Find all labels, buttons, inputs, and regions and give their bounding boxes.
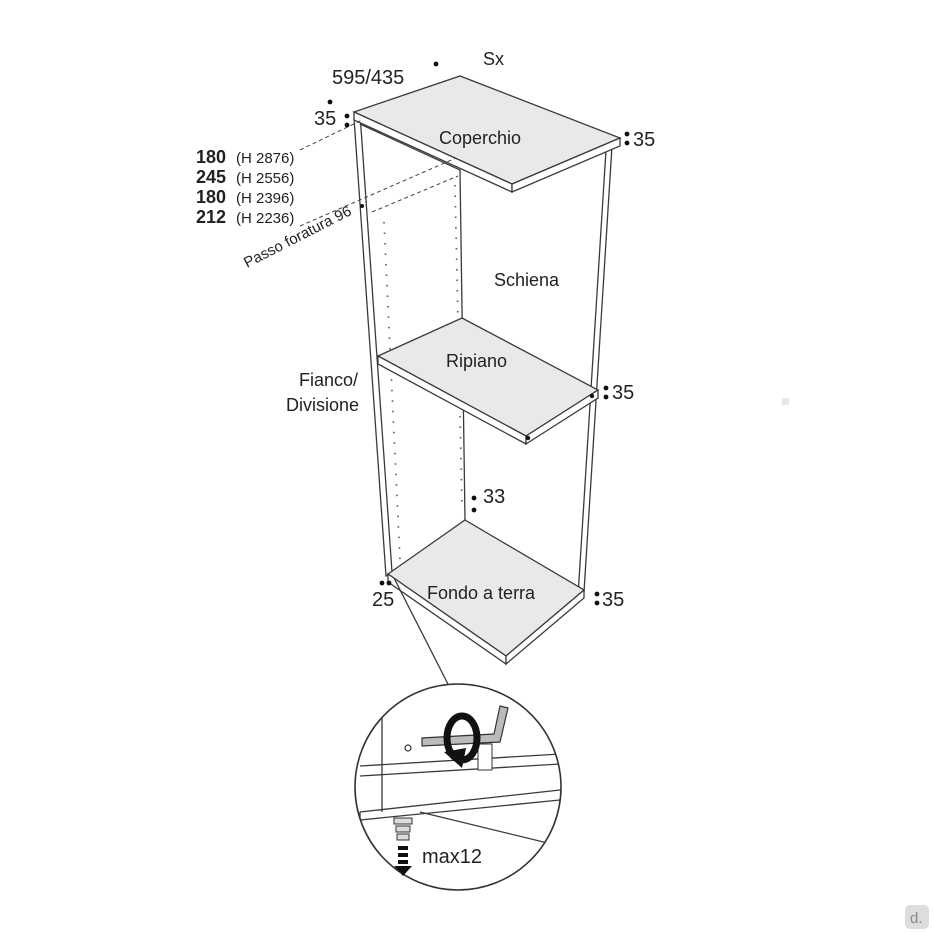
max-label: max12 <box>422 846 482 868</box>
height-value-2: 245 <box>196 167 226 187</box>
height-value-1: 180 <box>196 147 226 167</box>
height-note-2: (H 2556) <box>236 170 294 187</box>
corner-logo-text: d. <box>910 910 923 927</box>
dim-bottom-left: 25 <box>372 589 394 611</box>
label-divisione: Divisione <box>286 395 359 415</box>
dimension-dots <box>327 61 630 606</box>
dim-back-lower: 33 <box>483 486 505 508</box>
height-leader-upper <box>299 119 363 151</box>
height-note-4: (H 2236) <box>236 210 294 227</box>
side-label: Sx <box>483 49 504 69</box>
leveler-foot-icon <box>393 817 413 841</box>
corner-logo: d. <box>905 905 929 929</box>
height-note-1: (H 2876) <box>236 150 294 167</box>
allen-key-icon <box>421 705 509 771</box>
size-label: 595/435 <box>332 67 404 89</box>
height-leader-pitch <box>299 157 457 227</box>
down-arrow-icon <box>394 846 412 876</box>
cabinet-drawing <box>299 75 622 666</box>
dim-top-right: 35 <box>633 129 655 151</box>
hole-row-back <box>454 184 463 506</box>
height-value-4: 212 <box>196 207 226 227</box>
side-panel-front-edge <box>353 112 393 578</box>
marker <box>782 398 789 405</box>
label-schiena: Schiena <box>494 270 560 290</box>
height-note-3: (H 2396) <box>236 190 294 207</box>
hole-row-front <box>383 221 401 561</box>
label-fondo-a-terra: Fondo a terra <box>427 583 536 603</box>
heights-list: 180 (H 2876) 245 (H 2556) 180 (H 2396) 2… <box>196 147 294 227</box>
callout-leader <box>393 577 453 693</box>
detail-callout: max12 <box>354 683 562 891</box>
dim-shelf-right: 35 <box>612 382 634 404</box>
label-ripiano: Ripiano <box>446 351 507 371</box>
dim-bottom-right: 35 <box>602 589 624 611</box>
rotation-arrow-icon <box>443 712 481 768</box>
label-fianco: Fianco/ <box>299 370 358 390</box>
label-coperchio: Coperchio <box>439 128 521 148</box>
dim-top-left: 35 <box>314 108 336 130</box>
height-value-3: 180 <box>196 187 226 207</box>
right-panel-edge <box>583 145 613 593</box>
